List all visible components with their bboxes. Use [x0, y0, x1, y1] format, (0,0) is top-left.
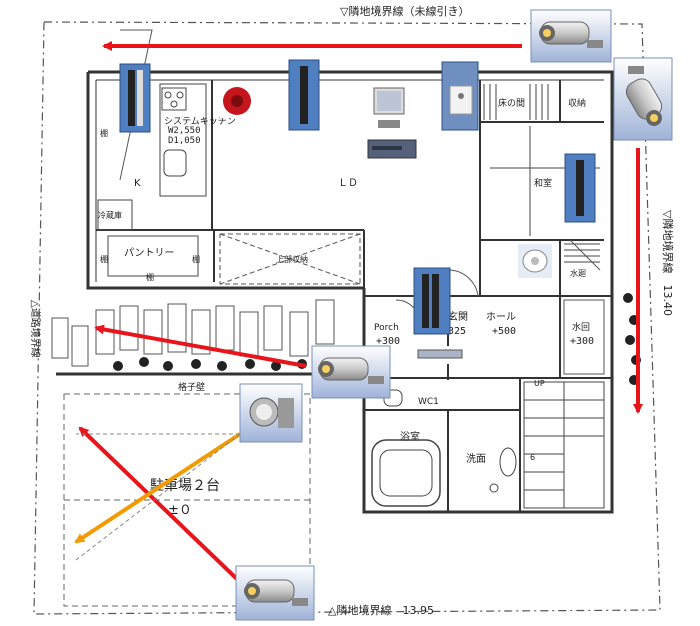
ld-label: ＬＤ: [338, 178, 358, 189]
boundary-left-label: △道路境界線: [29, 300, 42, 358]
boundary-right-label: ▽隣地境界線 13.40: [661, 210, 675, 316]
boundary-bottom-label: △隣地境界線 13.95: [328, 603, 434, 617]
speaker-icon: [518, 244, 552, 278]
arrow-orange: [74, 432, 242, 544]
system-kitchen-label: システムキッチン: [164, 116, 236, 127]
shelf-label-4: 棚: [146, 272, 154, 282]
flood-light-icon: [239, 383, 303, 443]
stove: [161, 87, 187, 111]
pantry-label: パントリー: [124, 247, 175, 259]
kitchen-counter: [159, 83, 207, 197]
washbasin: [499, 447, 517, 477]
pantry-box: [107, 235, 199, 277]
arrow-mid: [94, 324, 307, 368]
tokonoma-label: 床の間: [498, 97, 525, 109]
upper-storage-box: [219, 233, 361, 285]
fridge-label: 冷蔵庫: [98, 210, 122, 220]
porch-label: Porch: [374, 323, 399, 333]
light-beam: [75, 433, 241, 561]
stairs-upper: [564, 243, 600, 263]
porch-level-label: +300: [376, 336, 400, 347]
kitchen-depth-label: D1,050: [168, 136, 201, 146]
site-boundary: [33, 21, 661, 615]
hall-label: ホール: [486, 311, 516, 323]
house-walls: [86, 70, 614, 514]
boundary-top-label: ▽隣地境界線（未線引き）: [340, 4, 469, 18]
bathtub: [371, 439, 441, 507]
monitor-icon: [368, 84, 410, 134]
garden-stones: [51, 299, 335, 367]
security-camera-icon: [311, 345, 391, 399]
senmen-label: 洗面: [466, 453, 486, 465]
kitchen-width-label: W2,550: [168, 126, 201, 136]
wc-label: WC1: [418, 397, 439, 407]
electric-lock-icon: [416, 346, 464, 364]
security-camera-icon: [235, 565, 315, 621]
intercom-icon: [441, 61, 479, 131]
shelf-label-2: 棚: [100, 254, 108, 264]
fridge-box: [97, 199, 133, 231]
camera-view-arrows: [74, 41, 643, 582]
door-sensor-icon: [413, 267, 451, 335]
shuno-label: 収納: [568, 97, 586, 109]
door-sensor-icon: [119, 63, 151, 133]
shelf-label-3: 棚: [192, 254, 200, 264]
up-label: UP: [534, 379, 545, 388]
washitsu-label: 和室: [534, 177, 552, 189]
mizumawari-label: 水廻: [570, 268, 586, 278]
bath-label: 浴室: [400, 430, 420, 443]
shelf-label-1: 棚: [100, 128, 108, 138]
storage-cross-box: [563, 299, 605, 375]
door-sensor-icon: [288, 59, 320, 131]
alarm-bell-icon: [220, 84, 254, 118]
mizumawari2-label: 水回: [572, 321, 590, 333]
sink: [163, 149, 187, 177]
parking-level-label: ±０: [168, 503, 192, 518]
recorder-icon: [367, 139, 417, 159]
parking-area: [63, 393, 311, 607]
stair-number-label: 6: [530, 453, 535, 462]
kitchen-label: K: [134, 178, 141, 189]
genkan-level-label: 325: [448, 326, 466, 337]
mizumawari2-level-label: +300: [570, 336, 594, 347]
security-camera-icon: [530, 9, 612, 63]
arrow-bottom: [78, 426, 240, 582]
koushi-label: 格子壁: [178, 381, 205, 393]
door-sensor-icon: [564, 153, 596, 223]
stairs-lower: [523, 381, 605, 509]
upper-storage-label: 上部収納: [276, 254, 308, 264]
security-camera-icon: [613, 57, 673, 141]
genkan-label: 玄関: [448, 310, 468, 323]
hall-level-label: +500: [492, 326, 516, 337]
